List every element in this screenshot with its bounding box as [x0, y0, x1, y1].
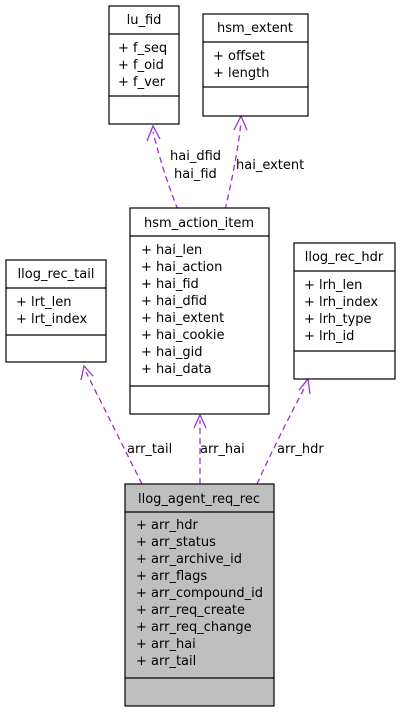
class-member: + lrh_index [304, 295, 378, 310]
edge-label-hai-dfid: hai_dfid [170, 149, 221, 164]
class-member: + length [213, 66, 269, 81]
class-hsm-extent: hsm_extent + offset + length [202, 13, 309, 117]
class-member: + arr_status [136, 535, 216, 550]
class-member: + hai_cookie [141, 328, 225, 343]
class-title: hsm_action_item [144, 216, 254, 231]
class-member: + f_seq [118, 41, 167, 56]
class-title: lu_fid [127, 13, 162, 28]
edge-label-arr-hdr: arr_hdr [277, 442, 324, 457]
class-member: + lrh_type [304, 312, 372, 327]
edge-label-hai-extent: hai_extent [236, 158, 304, 173]
class-member: + lrt_len [16, 295, 71, 310]
class-member: + arr_archive_id [136, 552, 242, 567]
class-member: + hai_dfid [141, 294, 207, 309]
edge-label-hai-fid: hai_fid [174, 167, 217, 182]
class-member: + arr_compound_id [136, 586, 263, 601]
edge-arr-tail [80, 364, 143, 485]
class-member: + hai_len [141, 243, 202, 258]
class-llog-rec-hdr: llog_rec_hdr + lrh_len + lrh_index + lrh… [293, 242, 396, 380]
class-member: + lrt_index [16, 312, 87, 327]
class-member: + hai_fid [141, 277, 199, 292]
class-member: + offset [213, 49, 265, 64]
class-lu-fid: lu_fid + f_seq + f_oid + f_ver [108, 5, 180, 125]
class-member: + arr_req_change [136, 620, 252, 635]
class-title: llog_rec_tail [18, 267, 95, 282]
class-hsm-action-item: hsm_action_item + hai_len + hai_action +… [129, 207, 270, 415]
class-llog-agent-req-rec: llog_agent_req_rec + arr_hdr + arr_statu… [124, 483, 275, 707]
edge-hai-fid [146, 124, 179, 211]
class-member: + arr_req_create [136, 603, 245, 618]
class-member: + hai_data [141, 362, 212, 377]
class-title: hsm_extent [217, 21, 293, 36]
class-member: + hai_extent [141, 311, 224, 326]
edge-label-arr-tail: arr_tail [127, 442, 172, 457]
class-member: + arr_hai [136, 637, 196, 652]
class-member: + lrh_len [304, 278, 362, 293]
class-member: + lrh_id [304, 329, 354, 344]
class-member: + arr_hdr [136, 518, 198, 533]
edge-label-arr-hai: arr_hai [200, 442, 245, 457]
class-member: + arr_flags [136, 569, 207, 584]
class-member: + f_oid [118, 58, 164, 73]
class-member: + hai_gid [141, 345, 202, 360]
class-title: llog_agent_req_rec [138, 492, 260, 507]
class-member: + hai_action [141, 260, 222, 275]
edge-arr-hai [193, 413, 207, 484]
class-llog-rec-tail: llog_rec_tail + lrt_len + lrt_index [5, 259, 107, 363]
class-member: + arr_tail [136, 654, 196, 669]
class-member: + f_ver [118, 75, 166, 90]
class-title: llog_rec_hdr [305, 250, 384, 265]
